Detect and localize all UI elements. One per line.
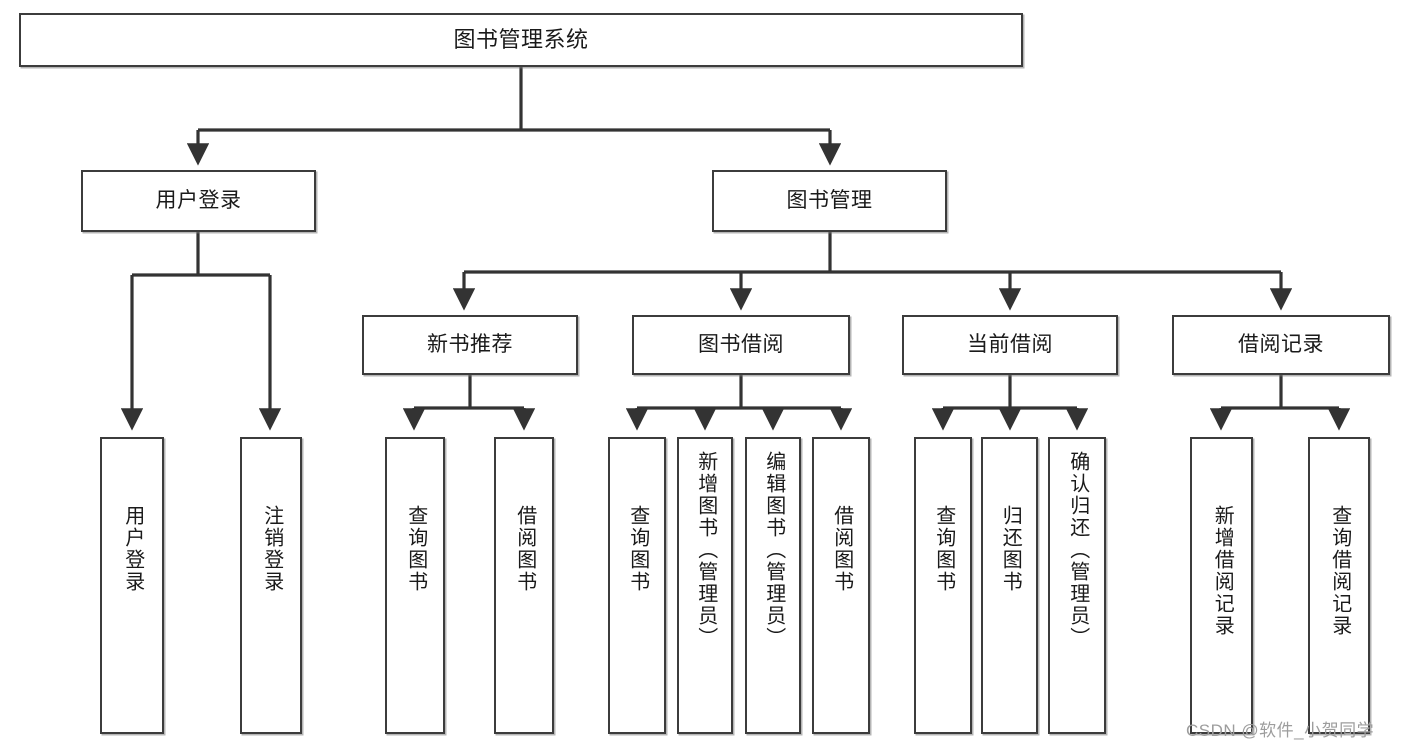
node-label: 图书管理系统	[453, 27, 589, 53]
watermark-text: CSDN @软件_小贺同学	[1186, 721, 1375, 740]
node-user-login[interactable]: 用户登录	[81, 170, 316, 232]
node-current-borrow[interactable]: 当前借阅	[902, 315, 1118, 375]
leaf-confirm-return-admin[interactable]: 确认归还（管理员）	[1048, 437, 1106, 734]
node-borrow-record[interactable]: 借阅记录	[1172, 315, 1390, 375]
node-label: 当前借阅	[967, 332, 1053, 356]
node-label: 查询借阅记录	[1328, 505, 1351, 637]
leaf-user-logout[interactable]: 注销登录	[240, 437, 302, 734]
node-label: 借阅记录	[1238, 332, 1324, 356]
node-label: 图书借阅	[698, 332, 784, 356]
leaf-add-book-admin[interactable]: 新增图书（管理员）	[677, 437, 733, 734]
node-label: 归还图书	[999, 505, 1022, 593]
node-label: 查询图书	[932, 505, 955, 593]
node-label: 用户登录	[121, 505, 144, 593]
leaf-edit-book-admin[interactable]: 编辑图书（管理员）	[745, 437, 801, 734]
leaf-query-borrow-record[interactable]: 查询借阅记录	[1308, 437, 1370, 734]
leaf-add-borrow-record[interactable]: 新增借阅记录	[1190, 437, 1253, 734]
node-label: 注销登录	[260, 505, 283, 593]
node-label: 新增借阅记录	[1211, 505, 1234, 637]
node-label: 新增图书（管理员）	[694, 451, 717, 649]
node-book-borrow[interactable]: 图书借阅	[632, 315, 850, 375]
node-label: 确认归还（管理员）	[1066, 451, 1089, 649]
node-label: 图书管理	[786, 188, 873, 212]
node-label: 查询图书	[404, 505, 427, 593]
leaf-borrow-book[interactable]: 借阅图书	[812, 437, 870, 734]
node-label: 新书推荐	[427, 332, 513, 356]
node-label: 查询图书	[626, 505, 649, 593]
leaf-query-book-borrow[interactable]: 查询图书	[608, 437, 666, 734]
leaf-query-book-current[interactable]: 查询图书	[914, 437, 972, 734]
leaf-return-book[interactable]: 归还图书	[981, 437, 1038, 734]
node-new-book-recommend[interactable]: 新书推荐	[362, 315, 578, 375]
node-label: 用户登录	[155, 188, 242, 212]
node-book-management[interactable]: 图书管理	[712, 170, 947, 232]
leaf-query-book-recommend[interactable]: 查询图书	[385, 437, 445, 734]
node-label: 借阅图书	[830, 505, 853, 593]
node-label: 借阅图书	[513, 505, 536, 593]
leaf-borrow-book-recommend[interactable]: 借阅图书	[494, 437, 554, 734]
node-root-system[interactable]: 图书管理系统	[19, 13, 1023, 67]
node-label: 编辑图书（管理员）	[762, 451, 785, 649]
leaf-user-login[interactable]: 用户登录	[100, 437, 164, 734]
